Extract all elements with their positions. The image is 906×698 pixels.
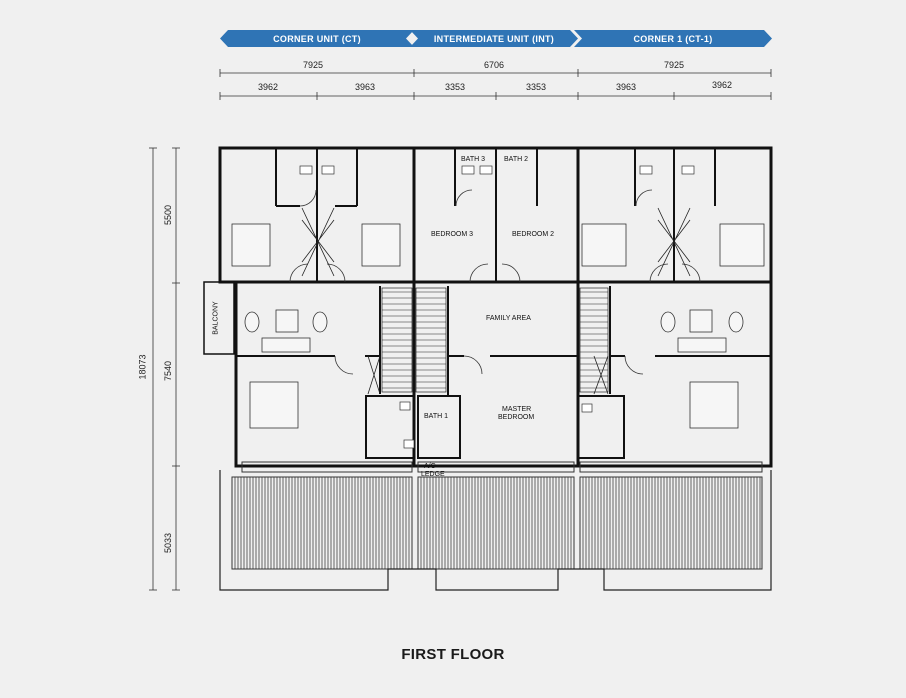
dim-sub-4: 3353 (526, 82, 547, 92)
label-ac-line2: LEDGE (421, 471, 445, 478)
label-master-line1: MASTER (502, 406, 532, 413)
label-bath3: BATH 3 (461, 156, 485, 163)
dim-left-2: 7540 (163, 360, 174, 382)
dim-left-total: 18073 (137, 354, 148, 380)
dim-top-ct: 7925 (303, 60, 324, 70)
dim-sub-2: 3963 (355, 82, 376, 92)
label-bedroom3: BEDROOM 3 (431, 231, 474, 238)
banner-intermediate-unit: INTERMEDIATE UNIT (INT) (410, 30, 578, 47)
dim-sub-3: 3353 (445, 82, 466, 92)
banner-corner-1: CORNER 1 (CT-1) (574, 30, 772, 47)
rear-ledges (241, 461, 763, 473)
dim-top-int: 6706 (484, 60, 505, 70)
dim-top-ct1: 7925 (664, 60, 685, 70)
stairs (381, 287, 609, 393)
stair-treads: /* placeholder */ (382, 291, 608, 389)
dim-sub-5: 3963 (616, 82, 637, 92)
bath-fixtures (299, 165, 695, 449)
label-bath1: BATH 1 (424, 413, 448, 420)
beds (231, 223, 765, 429)
top-dimension-lines (219, 69, 772, 100)
furniture (244, 309, 744, 353)
wardrobes (301, 207, 691, 395)
dim-left-3: 5033 (163, 532, 174, 554)
dim-left-1: 5500 (163, 204, 174, 226)
label-ac-line1: A/C (424, 463, 436, 470)
label-bedroom2: BEDROOM 2 (512, 231, 555, 238)
page-title: FIRST FLOOR (401, 646, 505, 663)
label-balcony: BALCONY (212, 301, 220, 335)
roof-areas (219, 470, 772, 591)
banner-corner-unit: CORNER UNIT (CT) (220, 30, 414, 47)
dim-sub-1: 3962 (258, 82, 279, 92)
label-master-line2: BEDROOM (498, 414, 535, 421)
interior-walls (236, 148, 771, 459)
label-family-area: FAMILY AREA (486, 315, 531, 322)
door-swings (289, 189, 701, 375)
left-dimension-lines (149, 147, 180, 591)
label-bath2: BATH 2 (504, 156, 528, 163)
dim-sub-6: 3962 (712, 80, 733, 90)
